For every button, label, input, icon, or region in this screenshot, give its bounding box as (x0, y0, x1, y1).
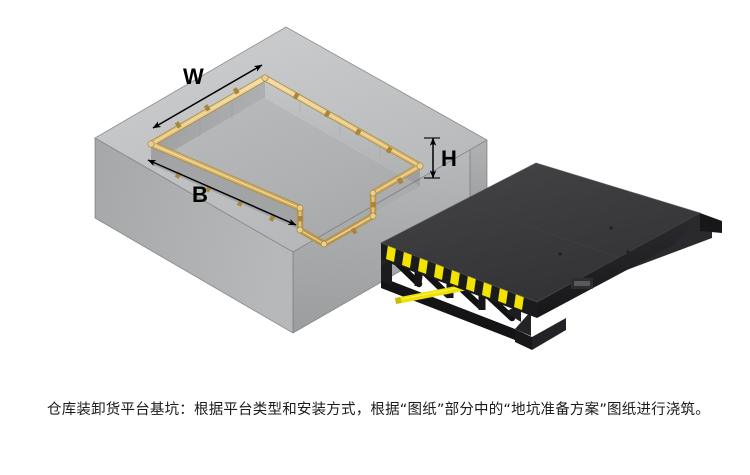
dimension-b-line (147, 159, 297, 226)
frame-corner-nodes (147, 74, 424, 248)
yellow-black-hazard-stripes (386, 245, 524, 310)
dimension-h-label: H (441, 146, 457, 171)
dock-leveler (379, 162, 722, 350)
leveler-rear-lip (675, 213, 722, 247)
caption-block: 仓库装卸货平台基坑：根据平台类型和安装方式，根据“图纸”部分中的“地坑准备方案”… (0, 395, 750, 425)
dimension-w-label: W (183, 64, 204, 89)
dimension-w-line (152, 64, 263, 129)
leveler-deck (381, 163, 700, 302)
dock-pit-illustration: W B H (94, 26, 722, 350)
dimension-h: H (424, 137, 457, 179)
dimension-b-label: B (192, 182, 208, 207)
illustration-svg: W B H (94, 26, 722, 350)
deck-bolts (558, 226, 630, 256)
leveler-rear-legs (515, 318, 566, 350)
deck-seams (459, 202, 619, 258)
pit-wall-back (265, 78, 420, 186)
dimension-b: B (147, 159, 297, 226)
caption-paragraph: 仓库装卸货平台基坑：根据平台类型和安装方式，根据“图纸”部分中的“地坑准备方案”… (47, 402, 710, 418)
leveler-control-box (571, 278, 593, 289)
leveler-front-skirt (381, 243, 537, 318)
concrete-pit-block (94, 26, 488, 334)
leveler-side-skirt (537, 213, 700, 318)
dimension-w: W (152, 64, 263, 129)
